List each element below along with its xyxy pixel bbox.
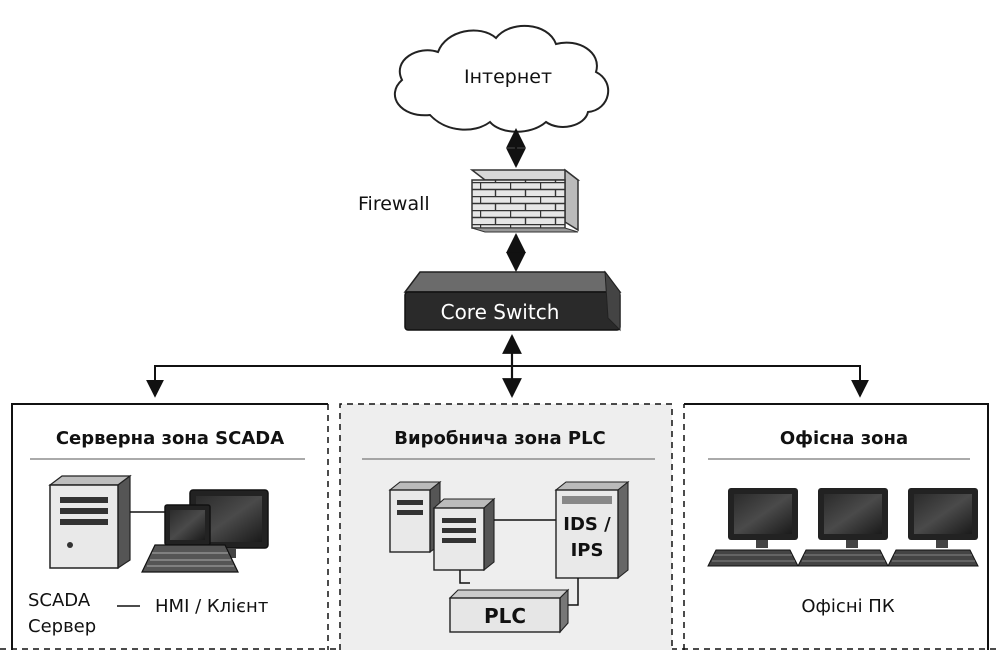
hmi-client-label: HMI / Клієнт: [155, 596, 268, 617]
zone-plc-title: Виробнича зона PLC: [394, 428, 606, 449]
plc-server-front-icon: [432, 497, 496, 572]
firewall-icon: [469, 168, 581, 233]
plc-icon: PLC: [448, 588, 570, 634]
switch-zones-bus: [154, 365, 861, 396]
zone-scada-title: Серверна зона SCADA: [56, 428, 284, 449]
ids-ips-icon: IDS / IPS: [554, 480, 630, 580]
office-pc-2-icon: [797, 488, 889, 567]
zone-plc: Виробнича зона PLC IDS / IPS: [339, 403, 673, 650]
office-pc-1-icon: [707, 488, 799, 567]
office-pcs-label: Офісні ПК: [801, 596, 894, 617]
firewall-label: Firewall: [358, 193, 430, 215]
internet-label: Інтернет: [464, 66, 552, 88]
scada-server-label-line1: SCADA: [28, 590, 91, 611]
scada-server-label-line2: Сервер: [28, 616, 96, 637]
zone-scada: Серверна зона SCADA SCADA Сервер HMI / К…: [0, 403, 1000, 650]
scada-server-icon: [48, 474, 132, 570]
core-switch-icon: Core Switch: [403, 270, 622, 332]
ids-label-line1: IDS /: [563, 514, 611, 535]
zone-office: Офісна зона Офісні ПК: [683, 403, 989, 650]
ids-label-line2: IPS: [571, 540, 604, 561]
plc-server-back-icon: [388, 480, 442, 554]
core-switch-label: Core Switch: [441, 300, 560, 324]
ids-plc-link: [568, 578, 579, 606]
plc-label: PLC: [484, 604, 526, 628]
hmi-client-icon: [141, 489, 269, 573]
zone-office-title: Офісна зона: [780, 428, 908, 449]
internet-cloud: Інтернет: [394, 25, 610, 133]
office-pc-3-icon: [887, 488, 979, 567]
server-plc-link: [459, 570, 470, 584]
